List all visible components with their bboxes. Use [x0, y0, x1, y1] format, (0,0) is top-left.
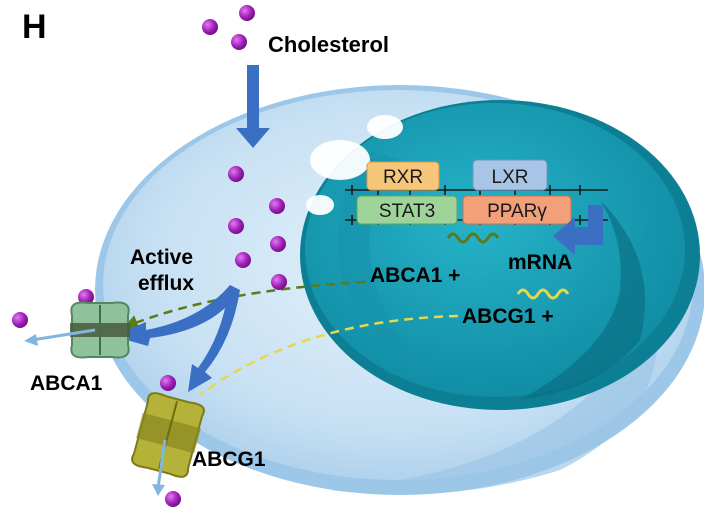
ppar-gamma-box: PPARγ: [462, 195, 572, 225]
rxr-box: RXR: [366, 161, 440, 191]
abca1-transporter: [24, 301, 130, 359]
cholesterol-dot: [269, 198, 285, 214]
cholesterol-dot: [271, 274, 287, 290]
cholesterol-dot: [165, 491, 181, 507]
abcg1-transporter: [131, 392, 205, 496]
rxr-label: RXR: [383, 167, 423, 188]
transcription-arrow: [553, 205, 603, 255]
efflux-arrow-abca1: [112, 285, 240, 346]
active-efflux-label-line1: Active: [130, 246, 193, 269]
cholesterol-influx-arrow: [236, 65, 270, 148]
active-efflux-label-line2: efflux: [138, 272, 194, 295]
cholesterol-dot: [78, 289, 94, 305]
abca1-plus-label: ABCA1 +: [370, 264, 460, 287]
abca1-transporter-label: ABCA1: [30, 372, 103, 395]
mrna-squiggle-green: [446, 232, 500, 244]
cholesterol-dot: [231, 34, 247, 50]
cholesterol-molecules: [12, 5, 287, 507]
abcg1-plus-label: ABCG1 +: [462, 305, 554, 328]
stat3-box: STAT3: [356, 195, 458, 225]
efflux-arrow-abcg1: [188, 290, 240, 392]
cholesterol-dot: [235, 252, 251, 268]
cholesterol-dot: [160, 375, 176, 391]
cholesterol-dot: [12, 312, 28, 328]
lxr-box: LXR: [472, 159, 548, 191]
cholesterol-dot: [228, 218, 244, 234]
mrna-label: mRNA: [508, 251, 572, 274]
cholesterol-label: Cholesterol: [268, 32, 389, 57]
cholesterol-dot: [270, 236, 286, 252]
vesicles: [306, 115, 403, 215]
ppar-gamma-label: PPARγ: [487, 201, 547, 222]
cholesterol-dot: [202, 19, 218, 35]
mrna-squiggle-yellow: [516, 288, 570, 300]
lxr-label: LXR: [492, 167, 529, 188]
panel-letter: H: [22, 8, 47, 46]
cholesterol-dot: [228, 166, 244, 182]
abcg1-transporter-label: ABCG1: [192, 448, 266, 471]
stat3-label: STAT3: [379, 201, 435, 222]
abca1-expression-arrow: [123, 280, 366, 330]
abcg1-expression-arrow: [199, 314, 459, 397]
cholesterol-dot: [239, 5, 255, 21]
cell-shading: [330, 250, 658, 495]
